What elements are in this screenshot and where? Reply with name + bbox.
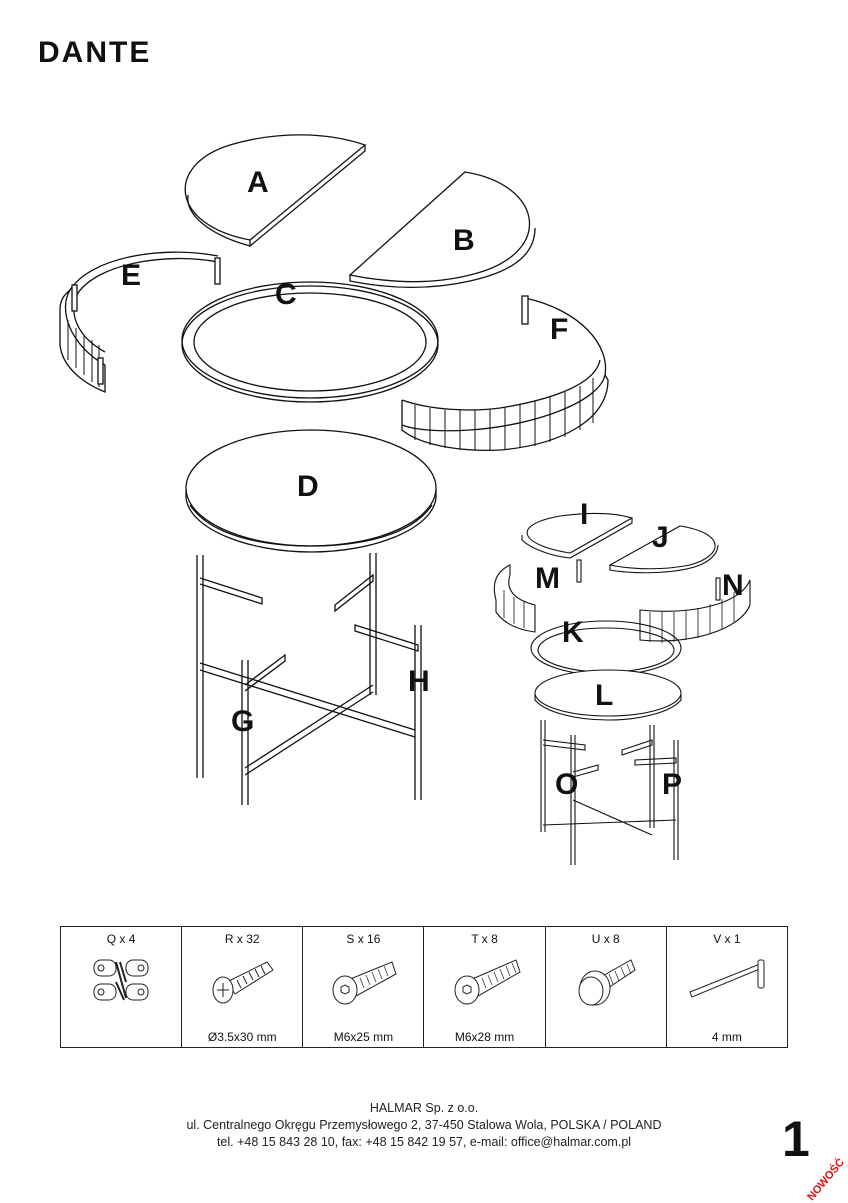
part-label-l: L	[595, 679, 614, 712]
part-g-h-frame	[196, 553, 422, 805]
hardware-label: V x 1	[713, 932, 741, 946]
part-label-o: O	[555, 768, 579, 801]
product-title: DANTE	[38, 36, 152, 69]
part-b-half-top	[348, 171, 536, 289]
part-label-j: J	[652, 521, 669, 554]
hardware-cell-s: S x 16 M6x25 mm	[302, 926, 425, 1048]
hardware-label: T x 8	[471, 932, 498, 946]
hardware-cell-r: R x 32 Ø3.5x30 mm	[181, 926, 304, 1048]
part-a-half-top	[184, 134, 367, 248]
part-label-k: K	[562, 616, 584, 649]
part-label-f: F	[550, 313, 569, 346]
hardware-caption: M6x28 mm	[454, 1030, 515, 1044]
hex-bolt-icon	[454, 959, 521, 1005]
hex-bolt-icon	[332, 961, 397, 1005]
allen-key-icon	[689, 959, 765, 998]
wood-screw-icon	[212, 961, 274, 1004]
hardware-label: Q x 4	[106, 932, 136, 946]
hardware-caption: M6x25 mm	[333, 1030, 394, 1044]
part-label-g: G	[231, 705, 255, 738]
new-badge: NOWOŚĆ	[805, 1156, 848, 1203]
round-head-bolt-icon	[578, 959, 636, 1006]
hardware-cell-u: U x 8	[544, 926, 667, 1048]
hardware-cell-v: V x 1 4 mm	[665, 926, 789, 1048]
part-d-disk	[185, 429, 437, 553]
hardware-label: U x 8	[591, 932, 620, 946]
hardware-label: R x 32	[224, 932, 260, 946]
part-e-side-band	[59, 251, 221, 393]
hardware-label: S x 16	[346, 932, 381, 946]
part-label-d: D	[297, 470, 319, 503]
hinge-icon	[93, 959, 149, 1001]
part-label-e: E	[121, 259, 142, 292]
hardware-caption: Ø3.5x30 mm	[207, 1030, 277, 1044]
part-c-ring	[181, 281, 439, 403]
company-name: HALMAR Sp. z o.o.	[369, 1101, 479, 1115]
small-table-parts	[493, 512, 751, 865]
part-label-c: C	[275, 278, 297, 311]
company-address: ul. Centralnego Okręgu Przemysłowego 2, …	[186, 1118, 662, 1132]
part-label-p: P	[662, 768, 683, 801]
part-label-h: H	[408, 665, 430, 698]
part-label-b: B	[453, 224, 475, 257]
page-number: 1	[782, 1111, 810, 1167]
company-contact: tel. +48 15 843 28 10, fax: +48 15 842 1…	[216, 1135, 632, 1149]
part-label-a: A	[247, 166, 269, 199]
hardware-cell-t: T x 8 M6x28 mm	[423, 926, 546, 1048]
hardware-table: Q x 4 R x 32 Ø3.5x30 mm S x 16	[59, 926, 789, 1048]
hardware-cell-q: Q x 4	[59, 926, 183, 1048]
part-f-side-band	[401, 295, 609, 451]
part-label-m: M	[535, 562, 560, 595]
part-label-n: N	[722, 569, 744, 602]
exploded-view-drawing	[59, 134, 751, 865]
part-label-i: I	[580, 498, 589, 531]
hardware-caption: 4 mm	[711, 1030, 742, 1044]
company-footer: HALMAR Sp. z o.o. ul. Centralnego Okręgu…	[114, 1100, 734, 1151]
